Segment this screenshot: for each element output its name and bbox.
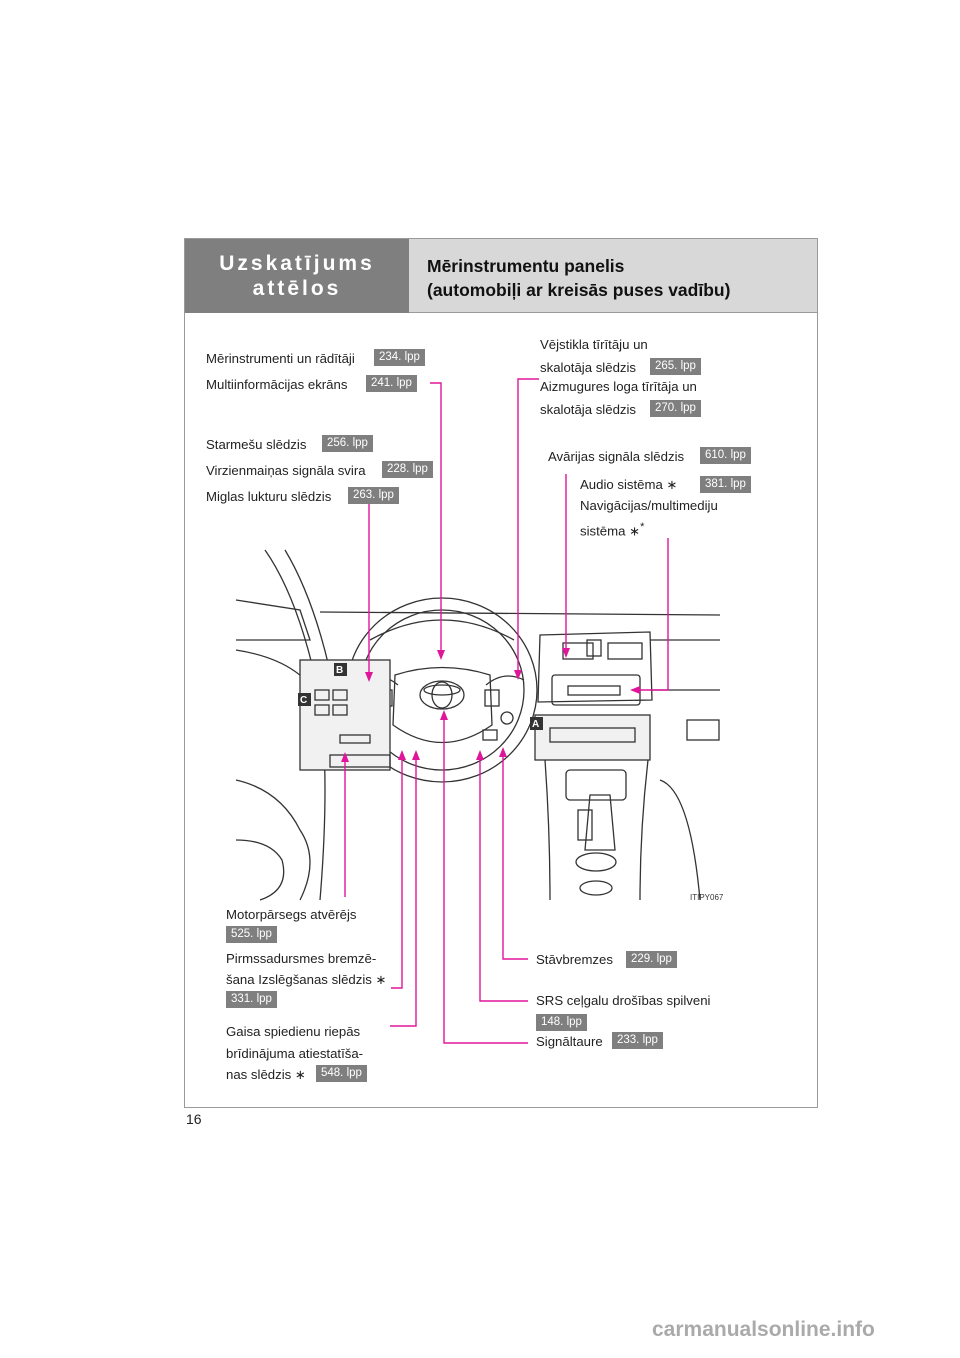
gauges-page-badge: 234. lpp — [374, 349, 425, 366]
gauges-label: Mērinstrumenti un rādītāji — [206, 351, 355, 366]
brake-label-text: šana Izslēgšanas slēdzis — [226, 972, 372, 987]
nav-label-line2: sistēma ∗* — [580, 521, 645, 539]
image-code: ITIPY067 — [690, 893, 724, 902]
tire-label-line1: Gaisa spiedienu riepās — [226, 1024, 361, 1039]
brake-label-line1: Pirmssadursmes bremzē- — [226, 951, 377, 966]
rear-wiper-page-badge: 270. lpp — [650, 400, 701, 417]
section-title: Uzskatījums attēlos — [219, 252, 375, 300]
page-number: 16 — [186, 1111, 202, 1127]
horn-label: Signāltaure — [536, 1034, 603, 1049]
audio-page-badge: 381. lpp — [700, 476, 751, 493]
brake-page-badge: 331. lpp — [226, 991, 277, 1008]
tire-label-line3: nas slēdzis ∗ — [226, 1067, 306, 1082]
turn-signal-page-badge: 228. lpp — [382, 461, 433, 478]
marker-b: B — [336, 665, 344, 676]
fog-page-badge: 263. lpp — [348, 487, 399, 504]
rear-wiper-label-line2: skalotāja slēdzis — [540, 402, 637, 417]
horn-page-badge: 233. lpp — [612, 1032, 663, 1049]
brake-label-line2: šana Izslēgšanas slēdzis ∗ — [226, 972, 387, 987]
tire-label-line2: brīdinājuma atiestatīša- — [226, 1046, 364, 1061]
multiinfo-page-badge: 241. lpp — [366, 375, 417, 392]
headlight-page-badge: 256. lpp — [322, 435, 373, 452]
hazard-page-badge: 610. lpp — [700, 447, 751, 464]
hazard-label: Avārijas signāla slēdzis — [548, 449, 685, 464]
parking-page-badge: 229. lpp — [626, 951, 677, 968]
marker-c: C — [300, 695, 308, 706]
tire-label-text: nas slēdzis — [226, 1067, 292, 1082]
marker-a: A — [532, 719, 540, 730]
turn-signal-label: Virzienmaiņas signāla svira — [206, 463, 366, 478]
hood-page-badge: 525. lpp — [226, 926, 277, 943]
footer-watermark: carmanualsonline.info — [652, 1318, 875, 1341]
page-title-line1: Mērinstrumentu panelis — [427, 256, 625, 276]
audio-label-text: Audio sistēma — [580, 477, 663, 492]
page-header: Mērinstrumentu panelis (automobiļi ar kr… — [409, 239, 817, 313]
fog-label: Miglas lukturu slēdzis — [206, 489, 332, 504]
audio-label: Audio sistēma ∗ — [580, 477, 678, 492]
tire-page-badge: 548. lpp — [316, 1065, 367, 1082]
page-title: Mērinstrumentu panelis (automobiļi ar kr… — [427, 254, 730, 302]
nav-label-text: sistēma — [580, 523, 626, 539]
srs-label: SRS ceļgalu drošības spilveni — [536, 993, 711, 1008]
nav-label-line1: Navigācijas/multimediju — [580, 498, 718, 513]
page-title-line2: (automobiļi ar kreisās puses vadību) — [427, 280, 731, 300]
page-frame — [184, 238, 818, 1108]
parking-label: Stāvbremzes — [536, 952, 613, 967]
wiper-label-line2: skalotāja slēdzis — [540, 360, 637, 375]
rear-wiper-label-line1: Aizmugures loga tīrītāja un — [540, 379, 697, 394]
wiper-label-line1: Vējstikla tīrītāju un — [540, 337, 648, 352]
multiinfo-label: Multiinformācijas ekrāns — [206, 377, 348, 392]
section-tab: Uzskatījums attēlos — [185, 239, 409, 313]
headlight-label: Starmešu slēdzis — [206, 437, 307, 452]
wiper-page-badge: 265. lpp — [650, 358, 701, 375]
hood-label: Motorpārsegs atvērējs — [226, 907, 357, 922]
srs-page-badge: 148. lpp — [536, 1014, 587, 1031]
